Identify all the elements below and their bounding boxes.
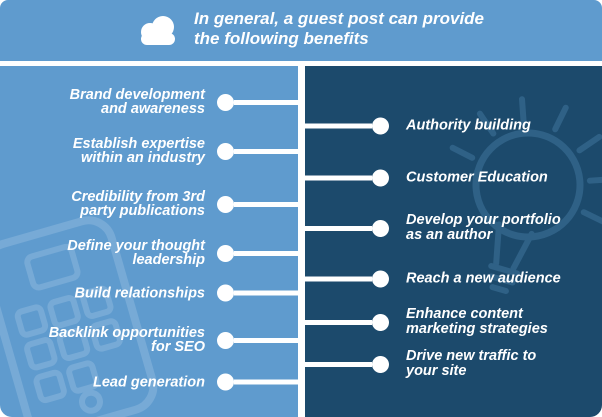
connector-line [305, 225, 372, 231]
benefit-label: Drive new traffic to your site [406, 348, 537, 379]
benefit-label: Customer Education [406, 169, 548, 186]
center-divider [298, 66, 305, 417]
connector-dot [372, 313, 389, 331]
connector-dot [217, 284, 234, 302]
benefit-label: Brand development and awareness [69, 87, 205, 117]
connector-line [305, 175, 372, 181]
left-benefit-item: Backlink opportunities for SEO [0, 326, 298, 354]
smartphone-icon [0, 216, 158, 417]
benefit-label: Enhance content marketing strategies [406, 306, 548, 337]
connector-line [234, 148, 298, 154]
header-title-line1: In general, a guest post can provide [194, 9, 485, 28]
connector-dot [372, 219, 389, 237]
right-benefit-item: Enhance content marketing strategies [305, 307, 602, 337]
connector-dot [372, 355, 389, 373]
header-title-line2: the following benefits [194, 29, 369, 48]
benefit-label: Authority building [406, 117, 531, 134]
connector-dot [217, 373, 234, 391]
connector-dot [372, 270, 389, 288]
benefit-label: Establish expertise within an industry [72, 136, 205, 166]
header-title: In general, a guest post can provide the… [194, 9, 484, 49]
connector-line [234, 201, 298, 207]
benefit-label: Lead generation [93, 374, 205, 390]
connector-dot [217, 142, 234, 160]
right-benefit-item: Reach a new audience [305, 270, 602, 288]
connector-dot [217, 93, 234, 111]
benefit-label: Build relationships [74, 285, 205, 301]
benefit-label: Backlink opportunities for SEO [48, 325, 205, 355]
right-benefit-item: Authority building [305, 117, 602, 135]
connector-line [305, 361, 372, 367]
connector-dot [372, 169, 389, 187]
left-panel [0, 66, 298, 417]
benefit-label: Credibility from 3rd party publications [71, 189, 205, 219]
left-benefit-item: Build relationships [0, 284, 298, 302]
connector-line [234, 250, 298, 256]
right-benefit-item: Customer Education [305, 169, 602, 187]
benefit-label: Reach a new audience [406, 270, 561, 287]
left-benefit-item: Credibility from 3rd party publications [0, 190, 298, 218]
connector-line [234, 290, 298, 296]
connector-line [305, 276, 372, 282]
connector-line [305, 319, 372, 325]
header-banner: In general, a guest post can provide the… [0, 0, 602, 61]
connector-line [234, 99, 298, 105]
left-benefit-item: Establish expertise within an industry [0, 137, 298, 165]
left-benefit-item: Define your thought leadership [0, 239, 298, 267]
left-benefit-item: Lead generation [0, 373, 298, 391]
connector-dot [217, 195, 234, 213]
lightbulb-icon [449, 96, 602, 295]
right-benefit-item: Drive new traffic to your site [305, 349, 602, 379]
connector-line [234, 337, 298, 343]
connector-line [305, 123, 372, 129]
left-benefit-item: Brand development and awareness [0, 88, 298, 116]
benefit-label: Develop your portfolio as an author [406, 212, 561, 243]
connector-dot [217, 244, 234, 262]
benefits-body: Brand development and awareness Establis… [0, 66, 602, 417]
benefit-label: Define your thought leadership [67, 238, 205, 268]
cloud-icon [141, 16, 175, 45]
right-benefit-item: Develop your portfolio as an author [305, 213, 602, 243]
connector-line [234, 379, 298, 385]
connector-dot [372, 117, 389, 135]
connector-dot [217, 331, 234, 349]
